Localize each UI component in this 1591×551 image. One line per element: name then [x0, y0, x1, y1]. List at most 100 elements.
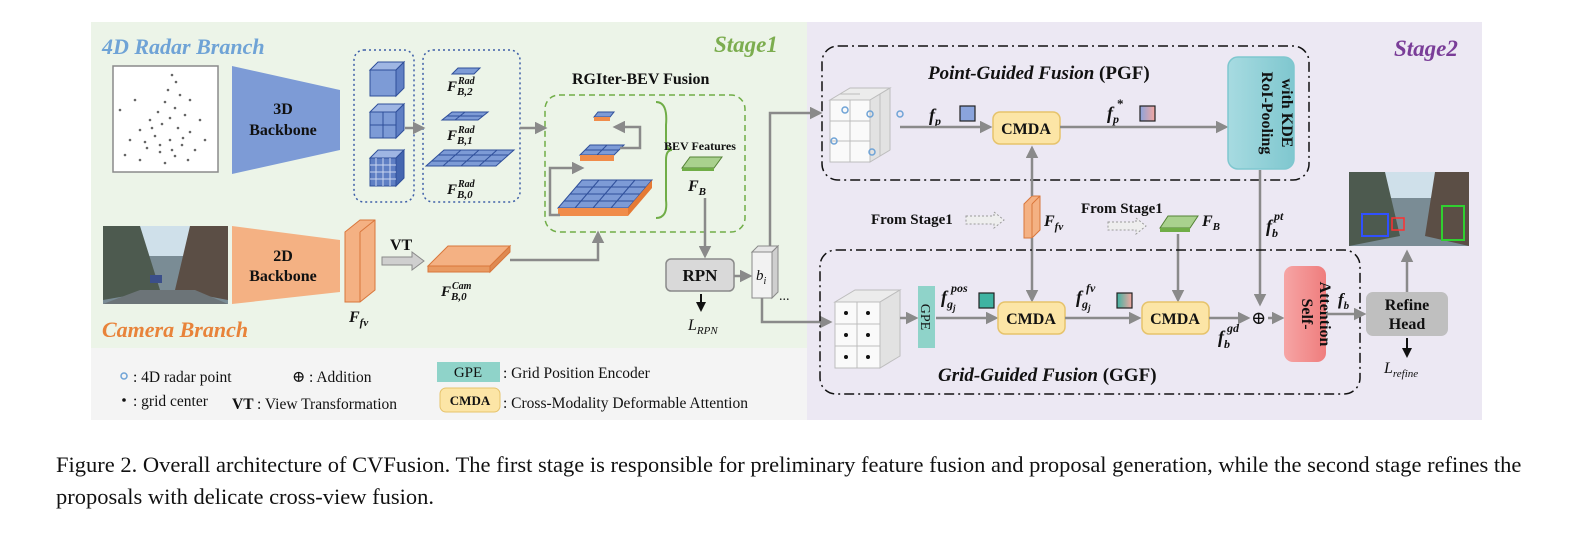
- proposal-box: bi ...: [750, 244, 790, 304]
- camera-fv-feature: Ffv: [344, 219, 376, 329]
- figure-caption: Figure 2. Overall architecture of CVFusi…: [56, 452, 1522, 509]
- svg-text:CMDA: CMDA: [1006, 311, 1056, 328]
- svg-text:VT: VT: [232, 396, 254, 413]
- svg-text:Rad: Rad: [457, 125, 476, 136]
- svg-text:gd: gd: [1226, 321, 1240, 335]
- svg-text:*: *: [1117, 96, 1124, 111]
- svg-text:CMDA: CMDA: [450, 393, 491, 408]
- svg-text:FB,0: FB,0: [440, 284, 467, 303]
- svg-text:GPE: GPE: [917, 304, 932, 330]
- rgiter-bev-fusion-panel: BEV Features FB: [544, 94, 746, 233]
- f-gd-label: fb: [1218, 327, 1230, 351]
- f-pos-label: fgj: [941, 287, 956, 313]
- svg-text:: grid center: : grid center: [133, 393, 209, 410]
- radar-point-cloud-image: [112, 65, 219, 173]
- f-rad-b2: FB,2: [446, 79, 473, 98]
- l-rpn-label: LRPN: [687, 317, 718, 337]
- cmda-ggf1-block: CMDA: [997, 301, 1066, 335]
- svg-text:RPN: RPN: [683, 266, 719, 285]
- rpn-block: RPN: [665, 258, 735, 292]
- cmda-pgf-block: CMDA: [992, 111, 1061, 145]
- svg-text:: Grid Position Encoder: : Grid Position Encoder: [503, 365, 651, 382]
- svg-text:Rad: Rad: [457, 179, 476, 190]
- fv-feature-stage2: [1023, 195, 1041, 239]
- svg-text:Ffv: Ffv: [348, 309, 368, 329]
- svg-text:pos: pos: [950, 281, 968, 295]
- architecture-diagram: Stage1 Stage2 4D Radar Branch Camera Bra…: [91, 22, 1482, 420]
- svg-text:Head: Head: [1389, 316, 1426, 333]
- fp-star-square: [1139, 105, 1156, 122]
- output-detection-image: [1349, 172, 1469, 246]
- from-stage1-label-b: From Stage1: [1081, 201, 1163, 217]
- radar-branch-label: 4D Radar Branch: [101, 34, 265, 59]
- addition-symbol: ⊕: [1251, 308, 1266, 328]
- fusion-title: RGIter-BEV Fusion: [572, 71, 709, 88]
- from-stage1-arrow-a: [965, 210, 1005, 230]
- svg-text:GPE: GPE: [454, 365, 482, 381]
- svg-text:fv: fv: [1086, 281, 1096, 295]
- svg-text:Point-Guided Fusion (PGF: Point-Guided Fusion (PGF): [927, 63, 1150, 84]
- f-pos-square: [978, 292, 995, 309]
- arrow-box-to-ggf: [760, 298, 833, 329]
- svg-text:Cam: Cam: [452, 281, 472, 292]
- vt-label: VT: [390, 237, 413, 254]
- camera-bev-feature: FB,0 Cam: [426, 244, 512, 303]
- l-refine-label: Lrefine: [1383, 360, 1418, 380]
- self-attention-block: Self- Attention: [1284, 266, 1333, 362]
- svg-text:RoI-Pooling: RoI-Pooling: [1258, 72, 1275, 155]
- ggf-region: Grid-Guided Fusion (GGF): [819, 249, 1361, 395]
- pgf-point-cube: [828, 87, 904, 163]
- ffv-stage2-label: Ffv: [1043, 213, 1063, 233]
- fb-stage2-label: FB: [1201, 213, 1220, 233]
- fb-feature-stage2: [1159, 215, 1199, 232]
- svg-text:Self-: Self-: [1298, 298, 1315, 329]
- f-rad-b1: FB,1: [446, 128, 473, 147]
- svg-text:bi: bi: [756, 268, 767, 287]
- 3d-backbone-block: 3D Backbone: [232, 66, 340, 174]
- svg-text:: Cross-Modality Deformable At: : Cross-Modality Deformable Attention: [503, 395, 748, 412]
- stage1-label: Stage1: [714, 32, 778, 57]
- svg-text:Attention: Attention: [1316, 282, 1333, 347]
- bev-features-label: BEV Features: [664, 139, 736, 153]
- 2d-backbone-block: 2D Backbone: [232, 226, 340, 304]
- svg-text:pt: pt: [1273, 209, 1284, 223]
- camera-street-image: [103, 226, 228, 304]
- gpe-block: GPE: [917, 286, 935, 348]
- fp-star-label: fp: [1107, 103, 1119, 126]
- f-fvg-label: fgj: [1076, 287, 1091, 313]
- camera-branch-label: Camera Branch: [102, 317, 248, 342]
- arrow-cam-to-fusion: [510, 230, 605, 262]
- svg-text:Backbone: Backbone: [249, 122, 317, 139]
- stage2-label: Stage2: [1394, 36, 1458, 61]
- f-rad-b0: FB,0: [446, 182, 473, 201]
- svg-text:: 4D radar point: : 4D radar point: [133, 369, 232, 386]
- svg-text:CMDA: CMDA: [1150, 311, 1200, 328]
- svg-text:: View Transformation: : View Transformation: [257, 396, 397, 413]
- fb-pt-label: fb: [1266, 216, 1278, 240]
- from-stage1-label-a: From Stage1: [871, 212, 953, 228]
- svg-text:...: ...: [779, 289, 790, 304]
- legend: : 4D radar point ⊕ : Addition : grid cen…: [120, 362, 748, 413]
- radar-bev-features-panel: FB,2 Rad FB,1 Rad FB,0 Rad: [422, 49, 521, 203]
- svg-text:Grid-Guided Fusion (GGF): Grid-Guided Fusion (GGF): [938, 365, 1157, 386]
- ggf-grid-cube: [833, 289, 902, 369]
- vt-arrow: [381, 251, 425, 271]
- svg-text:2D: 2D: [273, 248, 293, 265]
- fp-label: fp: [929, 105, 941, 128]
- svg-text:Refine: Refine: [1385, 297, 1429, 314]
- svg-text:FB: FB: [687, 178, 706, 198]
- svg-text:CMDA: CMDA: [1001, 121, 1051, 138]
- svg-text:Backbone: Backbone: [249, 268, 317, 285]
- svg-text:⊕: ⊕: [292, 369, 305, 386]
- refine-head-block: Refine Head: [1366, 292, 1448, 336]
- svg-text:: Addition: : Addition: [309, 369, 372, 386]
- fb-out-label: fb: [1338, 290, 1350, 312]
- svg-text:Rad: Rad: [457, 76, 476, 87]
- roi-pooling-block: RoI-Pooling with KDE: [1227, 56, 1295, 170]
- svg-text:3D: 3D: [273, 101, 293, 118]
- from-stage1-arrow-b: [1107, 216, 1147, 236]
- fp-square: [959, 105, 976, 122]
- svg-text:with KDE: with KDE: [1278, 79, 1295, 148]
- f-fvg-square: [1116, 292, 1133, 309]
- cmda-ggf2-block: CMDA: [1141, 301, 1210, 335]
